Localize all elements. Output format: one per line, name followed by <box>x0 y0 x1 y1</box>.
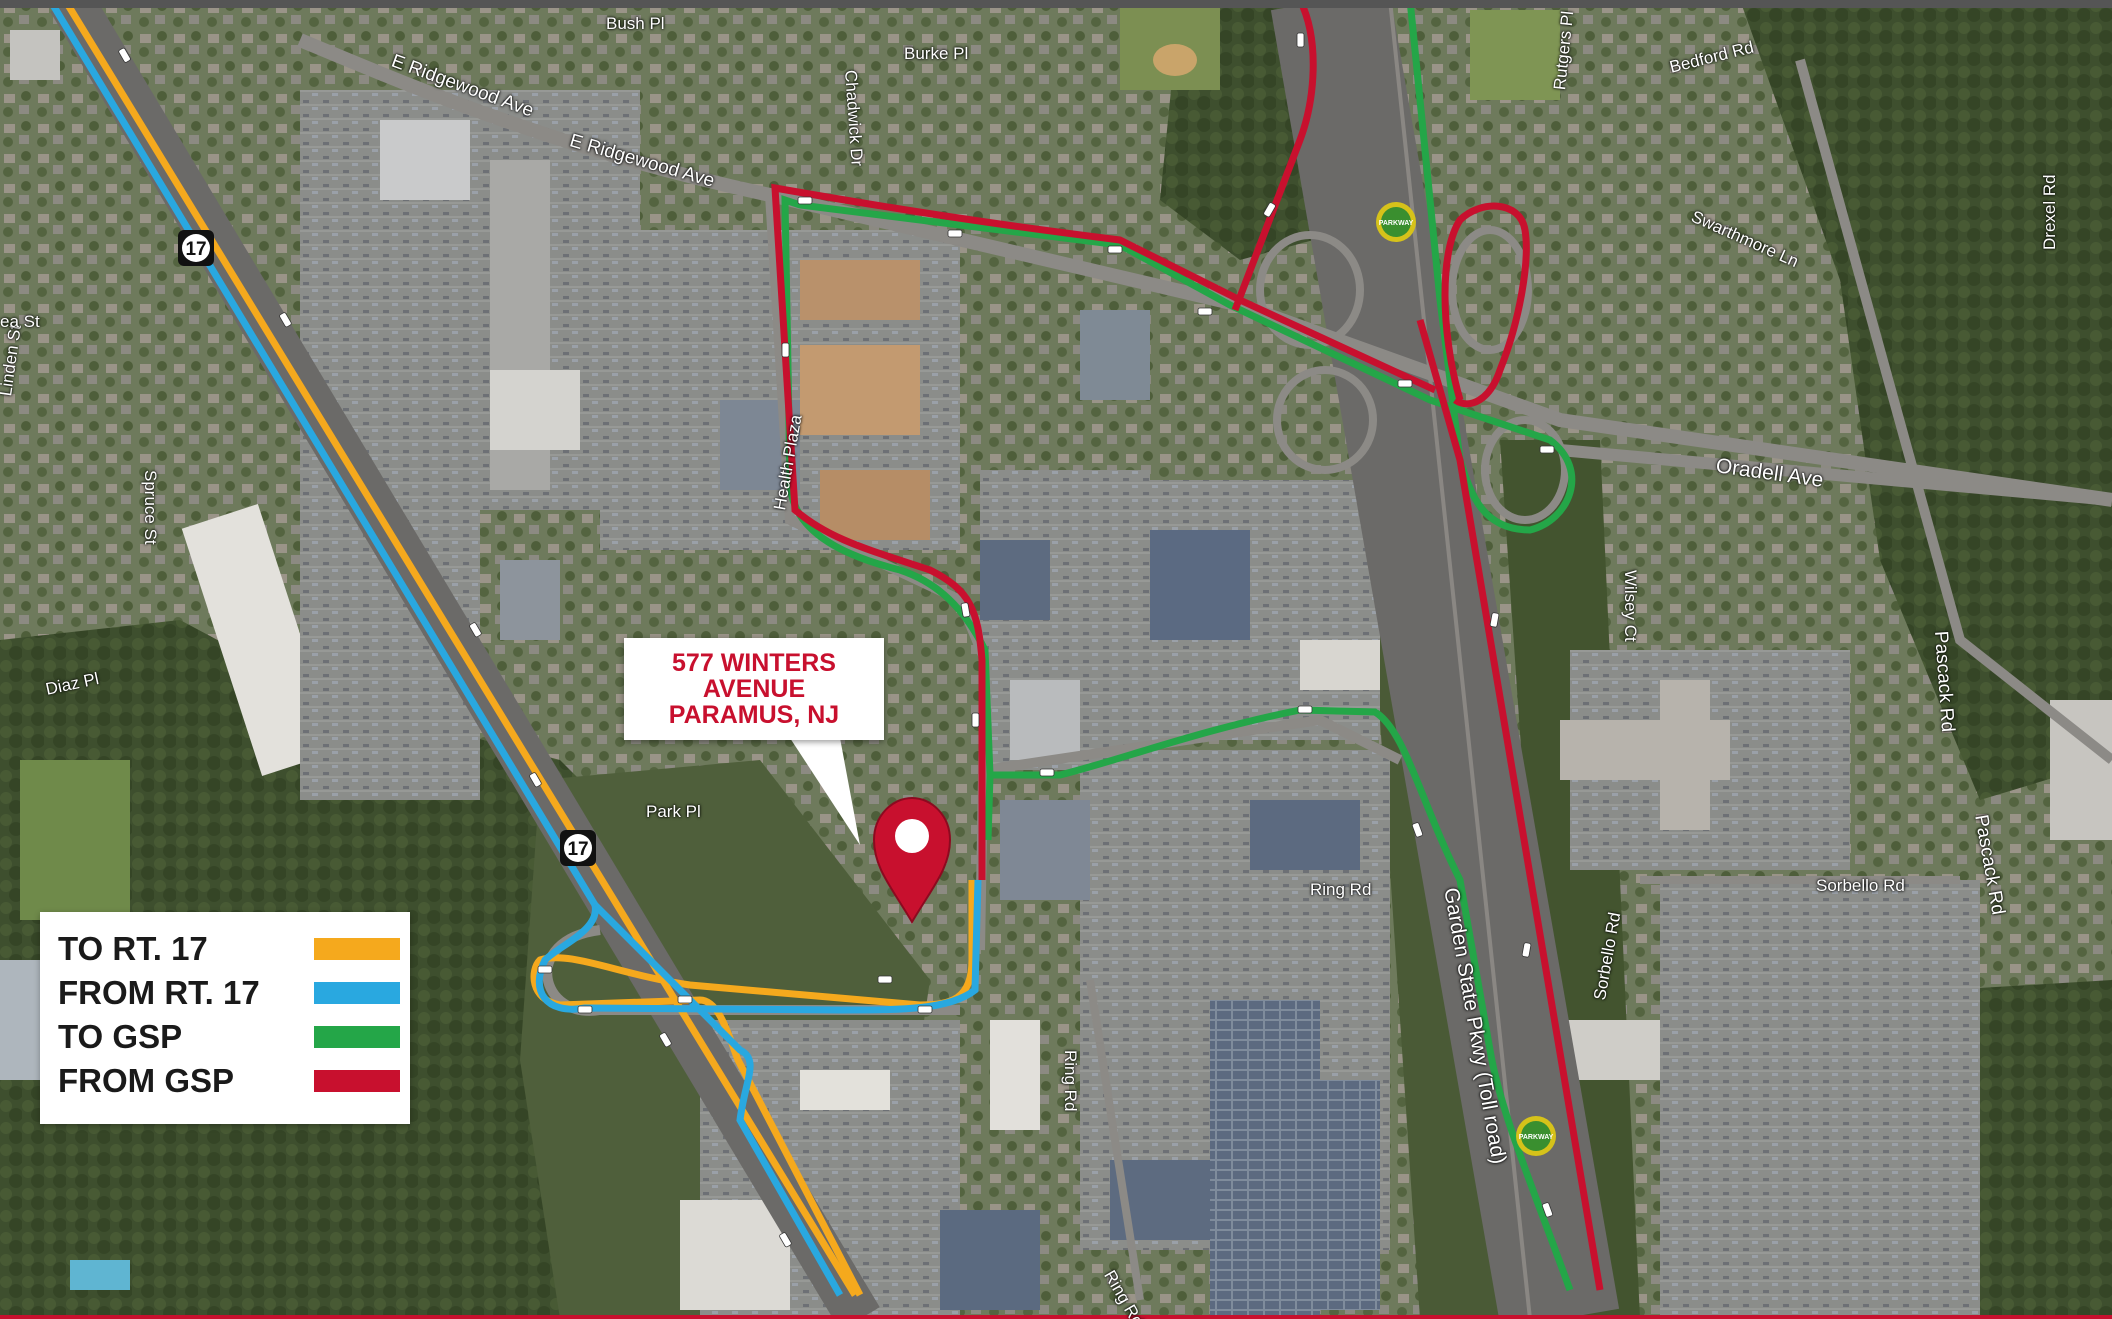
lot-southeast <box>1660 880 1980 1319</box>
callout-line-3: PARAMUS, NJ <box>668 701 840 729</box>
address-callout: 577 WINTERS AVENUE PARAMUS, NJ <box>624 638 884 740</box>
legend-swatch <box>314 982 400 1004</box>
field-northeast <box>1470 10 1560 100</box>
field-west <box>20 760 130 920</box>
bldg-j <box>1300 640 1380 690</box>
bldg-long-white <box>181 504 339 776</box>
bldg-t <box>10 30 60 80</box>
ballfield <box>1153 44 1197 76</box>
bldg-i <box>1150 530 1250 640</box>
bldg-l <box>1000 800 1090 900</box>
street-label-lea-st: ea St <box>0 312 40 331</box>
street-label-spruce-st: Spruce St <box>141 470 160 545</box>
bldg-m <box>990 1020 1040 1130</box>
legend-item-from-gsp: FROM GSP <box>58 1056 400 1099</box>
route-to-gsp <box>781 0 1576 1292</box>
parkway-shield-north: PARKWAY <box>1376 202 1416 242</box>
dirt-lot-3 <box>820 470 930 540</box>
callout-line-2: AVENUE <box>702 675 806 703</box>
rt17-shield-south: 17 <box>560 830 596 866</box>
legend-swatch <box>314 1070 400 1092</box>
legend-label: TO RT. 17 <box>58 930 208 967</box>
legend-label: TO GSP <box>58 1018 183 1055</box>
street-label-drexel-rd: Drexel Rd <box>2040 174 2059 250</box>
svg-text:PARKWAY: PARKWAY <box>1379 220 1414 227</box>
ring-rd-sw-road <box>1086 979 1144 1301</box>
legend-swatch <box>314 938 400 960</box>
clover-sw <box>1273 366 1377 474</box>
parkway-shield-south: PARKWAY <box>1516 1116 1556 1156</box>
bldg-e <box>500 560 560 640</box>
woods-northeast <box>1740 0 2112 800</box>
bldg-k <box>1250 800 1360 870</box>
svg-text:PARKWAY: PARKWAY <box>1519 1134 1554 1141</box>
bldg-solar-2 <box>1290 1080 1380 1310</box>
direction-arrows <box>118 32 1555 1248</box>
bldg-o <box>800 1070 890 1110</box>
street-label-burke-pl: Burke Pl <box>904 44 969 63</box>
dirt-lot-1 <box>800 260 920 320</box>
top-border <box>0 0 2112 8</box>
legend-item-from-rt17: FROM RT. 17 <box>58 968 400 1011</box>
dirt-lot-2 <box>800 345 920 435</box>
bldg-c <box>490 370 580 450</box>
gsp-road <box>1270 0 1620 1319</box>
legend-item-to-rt17: TO RT. 17 <box>58 924 400 967</box>
bldg-p <box>680 1200 790 1310</box>
callout-line-1: 577 WINTERS <box>672 649 836 677</box>
bldg-hospital-2 <box>1660 680 1710 830</box>
street-label-sorbello-rd: Sorbello Rd <box>1816 876 1905 895</box>
route-from-gsp <box>771 0 1604 1291</box>
bldg-h <box>1010 680 1080 760</box>
pool <box>70 1260 130 1290</box>
route-legend: TO RT. 17 FROM RT. 17 TO GSP FROM GSP <box>40 912 410 1124</box>
legend-swatch <box>314 1026 400 1048</box>
oradell-ave-road <box>1559 444 2112 506</box>
street-label-ring-rd: Ring Rd <box>1310 880 1372 899</box>
ring-rd-road <box>984 714 1403 775</box>
svg-text:17: 17 <box>567 839 588 860</box>
bldg-a <box>380 120 470 200</box>
legend-label: FROM GSP <box>58 1062 235 1099</box>
clover-ne <box>1448 226 1532 354</box>
e-ridgewood-ave-road <box>297 33 2112 507</box>
street-label-bush-pl: Bush Pl <box>606 14 665 33</box>
street-label-park-pl: Park Pl <box>646 802 701 821</box>
street-label-ring-rd-west: Ring Rd <box>1061 1050 1080 1112</box>
bldg-q <box>940 1210 1040 1310</box>
clover-se <box>1481 416 1569 524</box>
callout-pointer <box>790 738 860 845</box>
bldg-u <box>0 960 40 1080</box>
rt17-shield-north: 17 <box>178 230 214 266</box>
legend-item-to-gsp: TO GSP <box>58 1012 400 1055</box>
route-from-rt17 <box>47 0 982 1297</box>
location-pin-icon[interactable] <box>872 796 952 924</box>
pascack-rd-road <box>1795 58 2112 764</box>
bldg-f <box>1080 310 1150 400</box>
bottom-border <box>0 1315 2112 1319</box>
street-label-wilsey-ct: Wilsey Ct <box>1621 570 1640 642</box>
bldg-g <box>980 540 1050 620</box>
legend-label: FROM RT. 17 <box>58 974 260 1011</box>
svg-text:17: 17 <box>185 239 206 260</box>
